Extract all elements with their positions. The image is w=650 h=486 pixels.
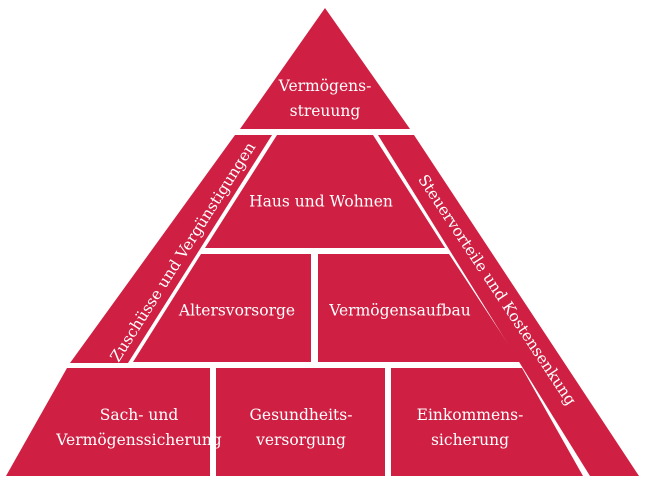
tier2-label: Haus und Wohnen bbox=[249, 190, 393, 215]
base-middle-label-line2: versorgung bbox=[256, 431, 346, 449]
base-middle-label-line1: Gesundheits- bbox=[249, 406, 353, 424]
apex-label-line1: Vermögens- bbox=[278, 77, 372, 95]
block-base-middle bbox=[216, 368, 385, 476]
block-base-right bbox=[391, 368, 583, 476]
side-band-right bbox=[378, 135, 639, 476]
apex-label: Vermögens- streuung bbox=[279, 74, 372, 124]
tier3-left-label-text: Altersvorsorge bbox=[178, 301, 296, 320]
tier2-label-text: Haus und Wohnen bbox=[249, 192, 393, 211]
tier3-right-label: Vermögensaufbau bbox=[329, 299, 471, 324]
block-tier3-left bbox=[133, 254, 311, 362]
apex-label-line2: streuung bbox=[289, 102, 361, 120]
tier3-left-label: Altersvorsorge bbox=[179, 299, 295, 324]
base-middle-label: Gesundheits- versorgung bbox=[250, 403, 353, 453]
base-right-label: Einkommens- sicherung bbox=[417, 403, 524, 453]
block-apex bbox=[240, 8, 410, 129]
base-left-label-line2: Vermögenssicherung bbox=[56, 431, 222, 449]
base-right-label-line1: Einkommens- bbox=[416, 406, 524, 424]
block-base-left bbox=[6, 368, 210, 476]
tier3-right-label-text: Vermögensaufbau bbox=[329, 301, 471, 320]
base-right-label-line2: sicherung bbox=[430, 431, 510, 449]
side-band-left bbox=[70, 135, 272, 363]
block-tier2 bbox=[205, 135, 445, 248]
base-left-label: Sach- und Vermögenssicherung bbox=[56, 403, 221, 453]
base-left-label-line1: Sach- und bbox=[99, 406, 179, 424]
block-tier3-right bbox=[318, 254, 520, 362]
